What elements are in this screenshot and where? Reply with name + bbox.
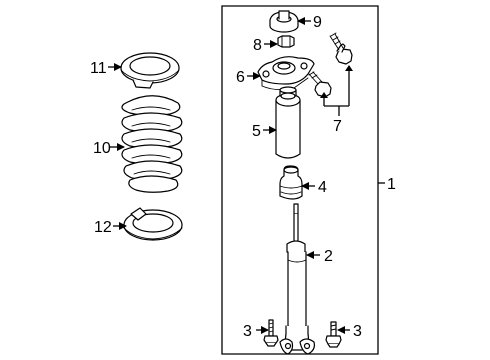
lower-mount-bolt-right [325,321,342,348]
assembly-bracket [221,5,385,355]
callout-label-11: 11 [90,60,107,77]
callout-label-9: 9 [313,14,322,31]
callout-label-6: 6 [236,69,245,86]
upper-spring-seat [120,52,180,89]
callout-label-2: 2 [324,248,333,265]
callout-label-3-right: 3 [353,323,362,340]
callout-label-10: 10 [93,140,111,157]
coil-spring [121,95,183,193]
mount-bolt-lower-left [308,71,332,98]
lower-mount-bolt-left [263,319,279,347]
mount-bolt-upper-right [329,32,353,65]
jounce-bumper [279,165,303,200]
shock-absorber [279,203,315,355]
callout-label-8: 8 [253,37,262,54]
mount-nut [277,35,295,48]
callout-label-3-left: 3 [243,323,252,340]
callout-leader-7 [320,65,353,116]
callout-label-5: 5 [252,123,261,140]
dust-boot [275,86,301,159]
lower-spring-isolator [123,207,183,241]
callout-label-7: 7 [333,118,342,135]
callout-label-4: 4 [318,179,327,196]
upper-strut-mount [257,56,315,91]
callout-label-12: 12 [94,219,112,236]
callout-label-1: 1 [387,176,396,193]
upper-mount-cap [269,10,299,33]
